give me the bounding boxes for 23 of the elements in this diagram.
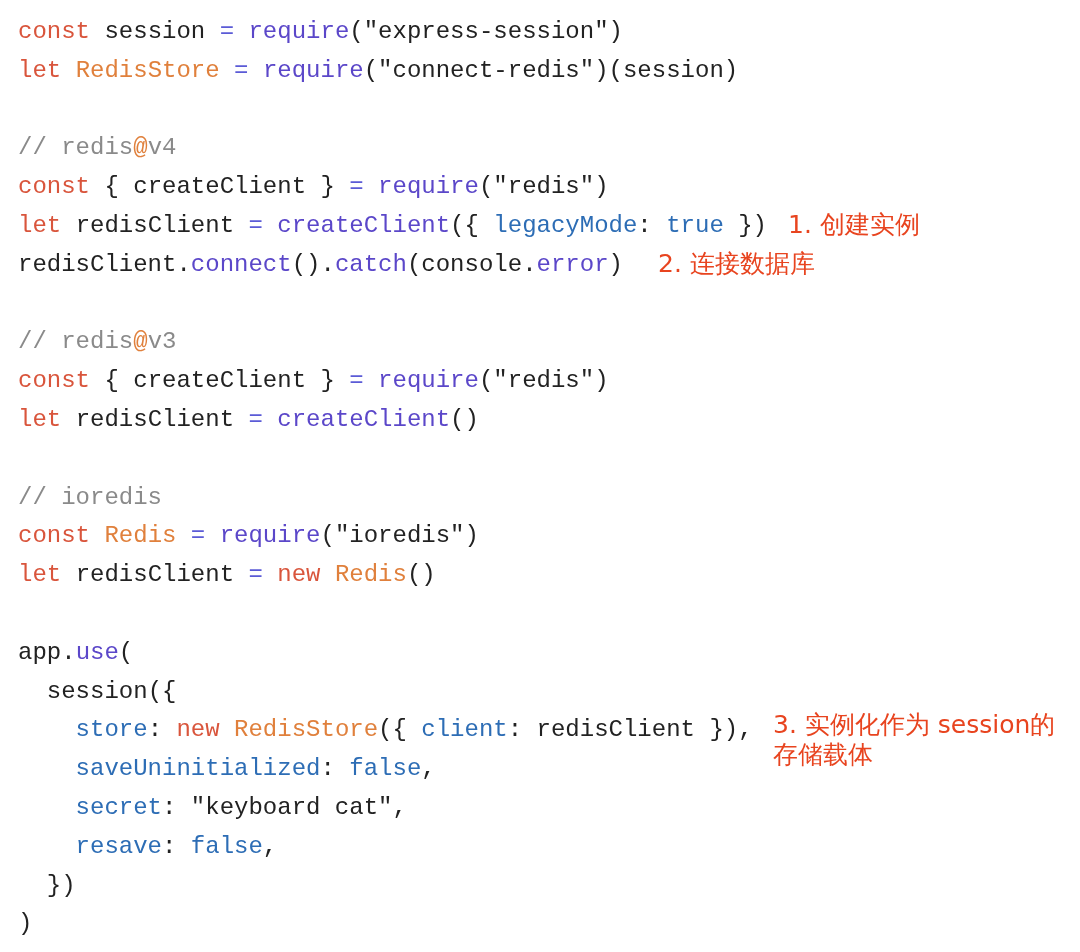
code-line: // redis@v4 xyxy=(18,133,177,164)
code-line: // ioredis xyxy=(18,482,163,513)
code-line: let redisClient = createClient() xyxy=(18,405,479,435)
annotation-note: 3. 实例化作为 session的存储载体 xyxy=(773,710,1057,771)
code-line: redisClient.connect().catch(console.error) xyxy=(18,249,623,280)
code-line: const { createClient } = require("redis") xyxy=(18,366,609,397)
code-line: const session = require("express-session") xyxy=(18,17,623,47)
code-line: const { createClient } = require("redis") xyxy=(18,172,609,203)
annotation-note: 2. 连接数据库 xyxy=(658,248,816,279)
code-line: resave: false, xyxy=(74,831,278,862)
code-line: app.use( xyxy=(18,637,134,668)
code-line: }) xyxy=(45,870,76,901)
code-line: secret: "keyboard cat", xyxy=(74,793,407,823)
code-line: // redis@v3 xyxy=(18,327,177,358)
code-line: let redisClient = createClient({ legacyMode: true }) xyxy=(18,211,767,241)
annotation-note: 1. 创建实例 xyxy=(788,210,921,240)
code-line: saveUninitialized: false, xyxy=(74,754,436,785)
code-line: let redisClient = new Redis() xyxy=(18,560,436,591)
code-line: const Redis = require("ioredis") xyxy=(18,521,479,552)
code-line: ) xyxy=(18,909,33,940)
code-line: session({ xyxy=(45,676,177,707)
code-line: store: new RedisStore({ client: redisClient }), xyxy=(74,715,753,746)
code-line: let RedisStore = require("connect-redis")(session) xyxy=(18,55,739,86)
